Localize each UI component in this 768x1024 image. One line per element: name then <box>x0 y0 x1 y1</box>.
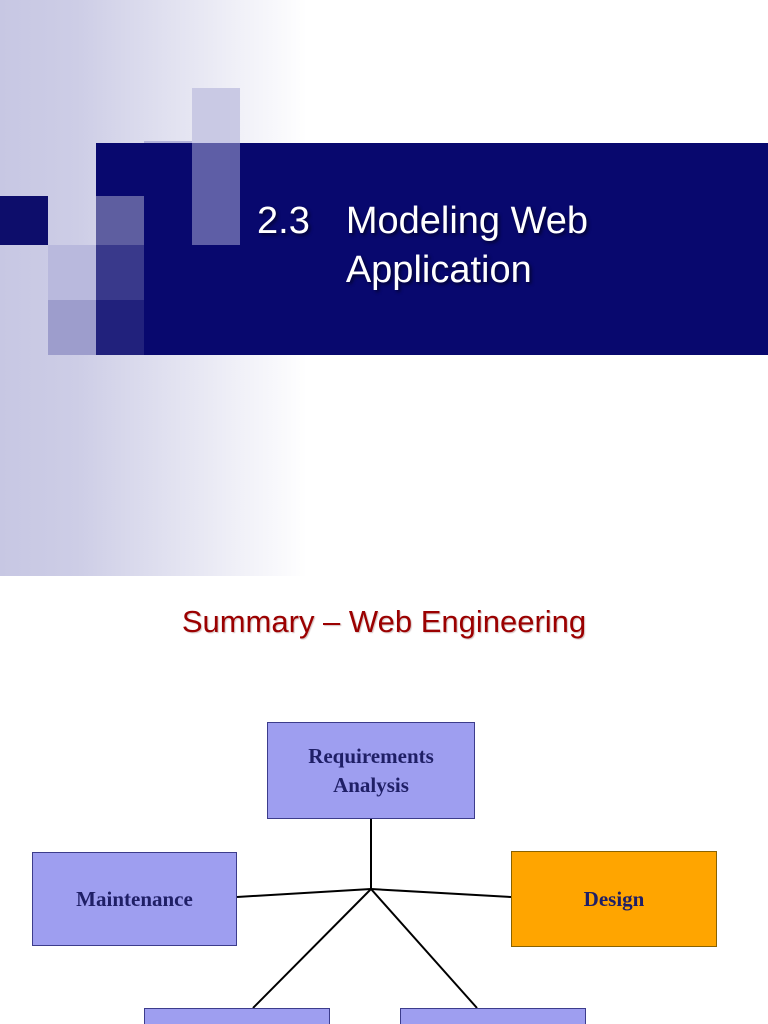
decorative-square <box>96 300 144 355</box>
decorative-square <box>96 245 144 300</box>
node-design: Design <box>511 851 717 947</box>
decorative-square <box>192 88 240 143</box>
node-design-label: Design <box>583 886 645 911</box>
slide-title-text: Modeling Web Application <box>345 200 589 291</box>
decorative-square <box>96 196 144 245</box>
connector-lines <box>236 819 512 1009</box>
node-bottom-left <box>144 1008 330 1024</box>
title-bar <box>96 143 768 355</box>
decorative-square <box>48 245 96 300</box>
slide-heading: Summary – Web Engineering <box>181 604 587 639</box>
slide-1-title-slide: 2.3 Modeling Web Application <box>0 0 768 576</box>
decorative-square <box>48 300 96 355</box>
slide-2-summary-slide: Summary – Web Engineering Requirements A… <box>0 576 768 1024</box>
slide-title: 2.3 Modeling Web Application <box>257 197 757 294</box>
node-requirements-analysis-label: Requirements Analysis <box>308 744 434 797</box>
slide-title-number: 2.3 <box>257 200 310 242</box>
decorative-square <box>192 141 240 245</box>
node-requirements-analysis: Requirements Analysis <box>267 722 475 819</box>
node-maintenance-label: Maintenance <box>76 886 193 911</box>
node-maintenance: Maintenance <box>32 852 237 946</box>
decorative-square <box>0 196 48 245</box>
node-bottom-right <box>400 1008 586 1024</box>
